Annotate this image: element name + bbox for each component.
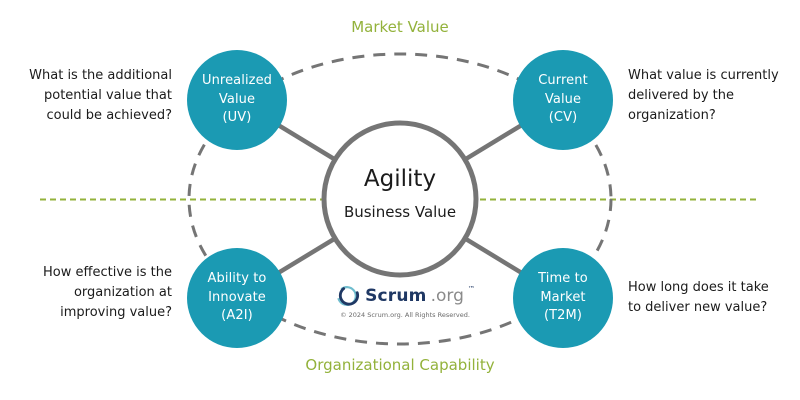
node-label-line: Market xyxy=(540,289,586,305)
logo-suffix-text: .org xyxy=(430,286,464,306)
logo-copyright-text: © 2024 Scrum.org. All Rights Reserved. xyxy=(340,311,470,319)
annotation-unrealized-value: What is the additional potential value t… xyxy=(12,66,172,126)
annotation-line: How effective is the xyxy=(43,265,172,280)
annotation-current-value: What value is currently delivered by the… xyxy=(628,66,796,126)
center-circle xyxy=(321,120,479,278)
node-label-line: Time to xyxy=(538,270,588,286)
node-label-line: (CV) xyxy=(548,110,578,126)
logo-trademark: ™ xyxy=(467,285,475,293)
node-unrealized-value: Unrealized Value (UV) xyxy=(187,50,287,150)
annotation-line: organization at xyxy=(73,285,172,301)
annotation-line: to deliver new value? xyxy=(628,300,768,316)
annotation-line: What value is currently xyxy=(628,68,779,83)
annotation-line: How long does it take xyxy=(628,280,769,295)
node-label-line: Value xyxy=(544,91,582,107)
business-value-subtitle: Business Value xyxy=(343,203,457,221)
annotation-line: organization? xyxy=(628,108,716,124)
node-ability-to-innovate: Ability to Innovate (A2I) xyxy=(187,248,287,348)
annotation-line: What is the additional xyxy=(29,68,172,83)
annotation-line: could be achieved? xyxy=(46,108,172,124)
annotation-ability-to-innovate: How effective is the organization at imp… xyxy=(12,263,172,323)
node-current-value: Current Value (CV) xyxy=(513,50,613,150)
node-label-line: Innovate xyxy=(208,289,266,305)
annotation-line: potential value that xyxy=(43,88,172,104)
organizational-capability-label: Organizational Capability xyxy=(305,356,495,374)
market-value-label: Market Value xyxy=(351,18,449,36)
node-label-line: (A2I) xyxy=(221,308,253,324)
node-label-line: Ability to xyxy=(207,270,267,286)
orbit-dashed-ellipse xyxy=(187,52,613,346)
node-time-to-market: Time to Market (T2M) xyxy=(513,248,613,348)
logo-brand-text: Scrum xyxy=(365,286,427,306)
annotation-line: delivered by the xyxy=(628,88,735,104)
annotation-line: improving value? xyxy=(60,305,172,321)
agility-title: Agility xyxy=(363,166,437,192)
node-label-line: Value xyxy=(218,91,256,107)
scrum-org-swirl-icon xyxy=(337,286,360,306)
node-label-line: (UV) xyxy=(222,110,252,126)
node-label-line: (T2M) xyxy=(543,308,583,324)
node-label-line: Current xyxy=(538,72,588,88)
annotation-time-to-market: How long does it take to deliver new val… xyxy=(628,278,800,318)
center-circle-text: Agility Business Value xyxy=(310,166,490,221)
node-label-line: Unrealized xyxy=(201,72,273,88)
